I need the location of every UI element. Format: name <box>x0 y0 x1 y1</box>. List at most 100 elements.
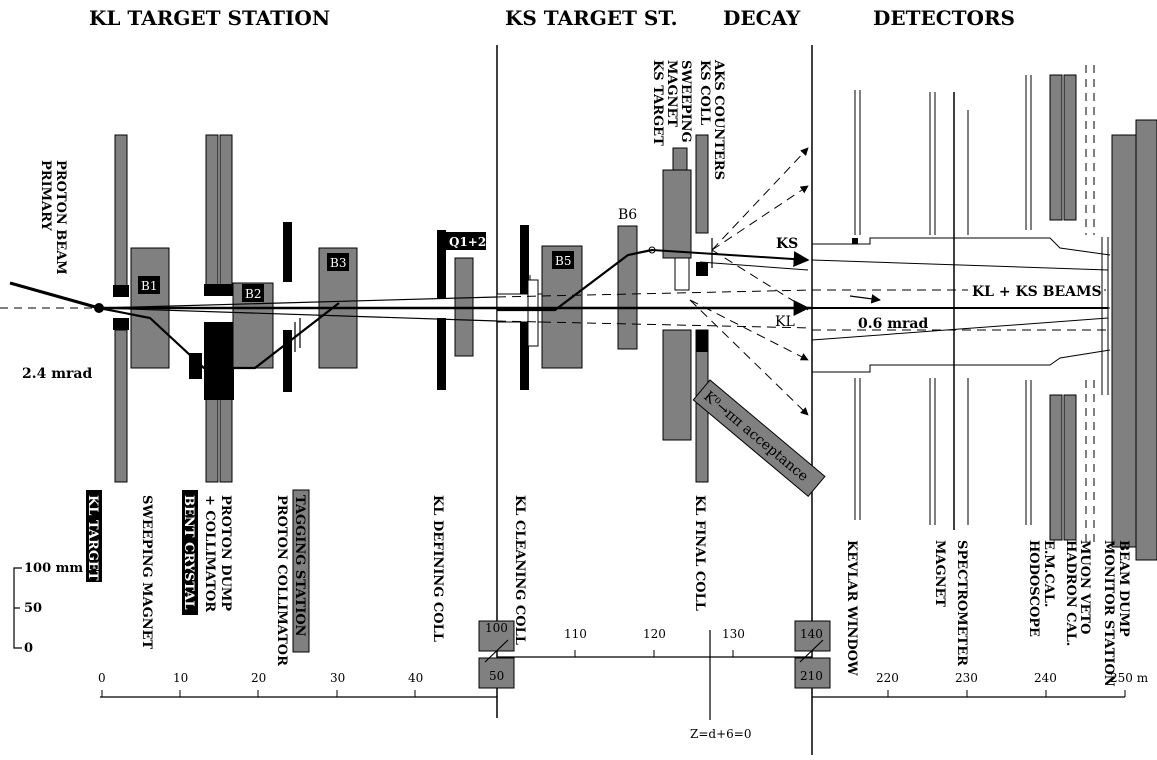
ks-sweeping-magnet-upper <box>662 169 692 259</box>
tagging-label-bg <box>292 489 310 653</box>
label-ks: KS <box>776 236 798 252</box>
label-kl-defining-coll: KL DEFINING COLL <box>430 495 445 642</box>
magnet-b1-label: B1 <box>141 279 157 293</box>
kl-beam-lower-edge <box>98 307 498 322</box>
ks-beam-edge <box>699 261 809 271</box>
acceptance-band: K⁰→ππ acceptance <box>692 379 826 498</box>
axis-break-b-top <box>794 620 831 652</box>
tick-label-left-4: 40 <box>408 671 423 685</box>
dump-jaw-upper <box>204 284 234 296</box>
kl-cleaning-coll-upper <box>520 225 529 297</box>
label-em-cal: E.M.CAL. <box>1041 540 1056 607</box>
scale-100: 100 mm <box>24 561 83 576</box>
magnet-b3-label: B3 <box>330 256 346 270</box>
tick-label-right-3: 250 m <box>1110 671 1149 685</box>
axis-break-b-slash <box>799 639 824 663</box>
tick-label-mid-0: 110 <box>564 627 587 641</box>
axis-break-b-bottom <box>794 657 831 689</box>
axis-ticks-mid: 110 120 130 <box>564 627 745 657</box>
label-angle-06: 0.6 mrad <box>858 316 928 332</box>
axis-break-b-top-label: 140 <box>800 627 823 641</box>
tick-label-right-1: 230 <box>955 671 978 685</box>
tick-label-left-3: 30 <box>330 671 345 685</box>
cleaning-insert <box>527 279 539 347</box>
kl-final-coll-jaw <box>696 330 708 352</box>
ks-coll-jaw-upper <box>696 262 708 276</box>
label-aks-counters: AKS COUNTERS <box>711 59 726 180</box>
tick-label-left-1: 10 <box>173 671 188 685</box>
label-kl-cleaning-coll: KL CLEANING COLL <box>512 495 527 645</box>
label-bent-crystal: BENT CRYSTAL <box>181 495 196 610</box>
proton-collimator-lower <box>283 330 292 392</box>
b2-label-bg <box>242 284 264 302</box>
em-cal-lower-b <box>1063 394 1077 541</box>
label-magnet-det: MAGNET <box>932 540 947 607</box>
axis-ticks-left: 0 10 20 30 40 <box>98 671 423 697</box>
em-cal-upper-b <box>1063 74 1077 221</box>
ks-target-block <box>672 147 688 171</box>
quadrupole-q12-label: Q1+2 <box>449 235 486 249</box>
label-kl-final-coll: KL FINAL COLL <box>692 495 707 611</box>
proton-dump-col-a-upper <box>205 134 219 296</box>
label-kl-target: KL TARGET <box>85 495 100 581</box>
kl-target-label-bg <box>86 490 102 582</box>
label-hadron-cal: HADRON CAL. <box>1063 540 1078 646</box>
label-sweeping-magnet: SWEEPING MAGNET <box>139 495 154 650</box>
ks-coll-upper <box>695 134 709 234</box>
axis-ticks-right: 220 230 240 250 m <box>876 671 1149 697</box>
magnet-b2-label: B2 <box>245 287 261 301</box>
acceptance-ray-2 <box>711 185 809 251</box>
ks-beam-detector <box>811 259 1109 271</box>
sweeping-jaw-lower <box>113 318 129 330</box>
label-collimator: + COLLIMATOR <box>202 495 217 612</box>
proton-dump-col-a-lower <box>205 389 219 483</box>
tick-label-right-2: 240 <box>1034 671 1057 685</box>
ks-target-housing <box>674 257 690 291</box>
q12-label-bg <box>446 232 486 250</box>
label-kevlar-window: KEVLAR WINDOW <box>844 540 859 676</box>
axis-break-a-slash <box>484 639 509 663</box>
scale-0: 0 <box>24 641 33 656</box>
kl-beam-upper-dashed <box>496 289 813 298</box>
em-cal-lower-a <box>1049 394 1063 541</box>
tick-label-left-2: 20 <box>251 671 266 685</box>
b3-label-bg <box>327 253 349 271</box>
axis-break-a-top-label: 100 <box>485 621 508 635</box>
acceptance-ray-1 <box>711 147 809 251</box>
tick-label-mid-2: 130 <box>722 627 745 641</box>
label-monitor-station: MONITOR STATION <box>1101 540 1116 687</box>
sweeping-magnet-upper <box>114 134 128 296</box>
acceptance-band-box <box>692 379 826 498</box>
proton-beam-path <box>98 302 340 370</box>
kl-cleaning-coll-lower <box>520 322 529 390</box>
label-proton-dump: PROTON DUMP <box>218 495 233 611</box>
tick-label-left-0: 0 <box>98 671 106 685</box>
label-z: Z=d+6=0 <box>690 727 751 741</box>
scale-50: 50 <box>24 601 42 616</box>
bent-crystal-label-bg <box>182 490 198 615</box>
header-detectors: DETECTORS <box>873 6 1015 30</box>
label-proton-beam: PROTON BEAM <box>53 160 68 275</box>
header-ks-target-station: KS TARGET ST. <box>505 6 678 30</box>
header-decay: DECAY <box>723 6 801 30</box>
axis-break-a-top <box>478 620 515 652</box>
primary-beam-line <box>9 281 100 310</box>
acceptance-ray-3 <box>689 299 809 361</box>
label-angle-24: 2.4 mrad <box>22 366 92 382</box>
label-proton-collimator: PROTON COLLIMATOR <box>274 495 289 666</box>
label-ks-coll: KS COLL <box>697 60 712 125</box>
label-tagging-station: TAGGING STATION <box>292 495 307 637</box>
b5-label-bg <box>552 251 574 269</box>
label-kl-ks-beams: KL + KS BEAMS <box>972 284 1102 300</box>
kl-defining-coll-lower <box>437 318 446 390</box>
acceptance-ray-4 <box>689 299 809 416</box>
b1-label-bg <box>138 276 160 294</box>
magnet-b6 <box>617 225 638 350</box>
kl-beam-upper-edge <box>98 296 498 309</box>
label-hodoscope: HODOSCOPE <box>1026 540 1041 637</box>
proton-dump-col-b-upper <box>219 134 233 296</box>
kl-beam-detector-edge <box>811 317 1109 341</box>
label-beam-dump: BEAM DUMP <box>1116 540 1131 637</box>
